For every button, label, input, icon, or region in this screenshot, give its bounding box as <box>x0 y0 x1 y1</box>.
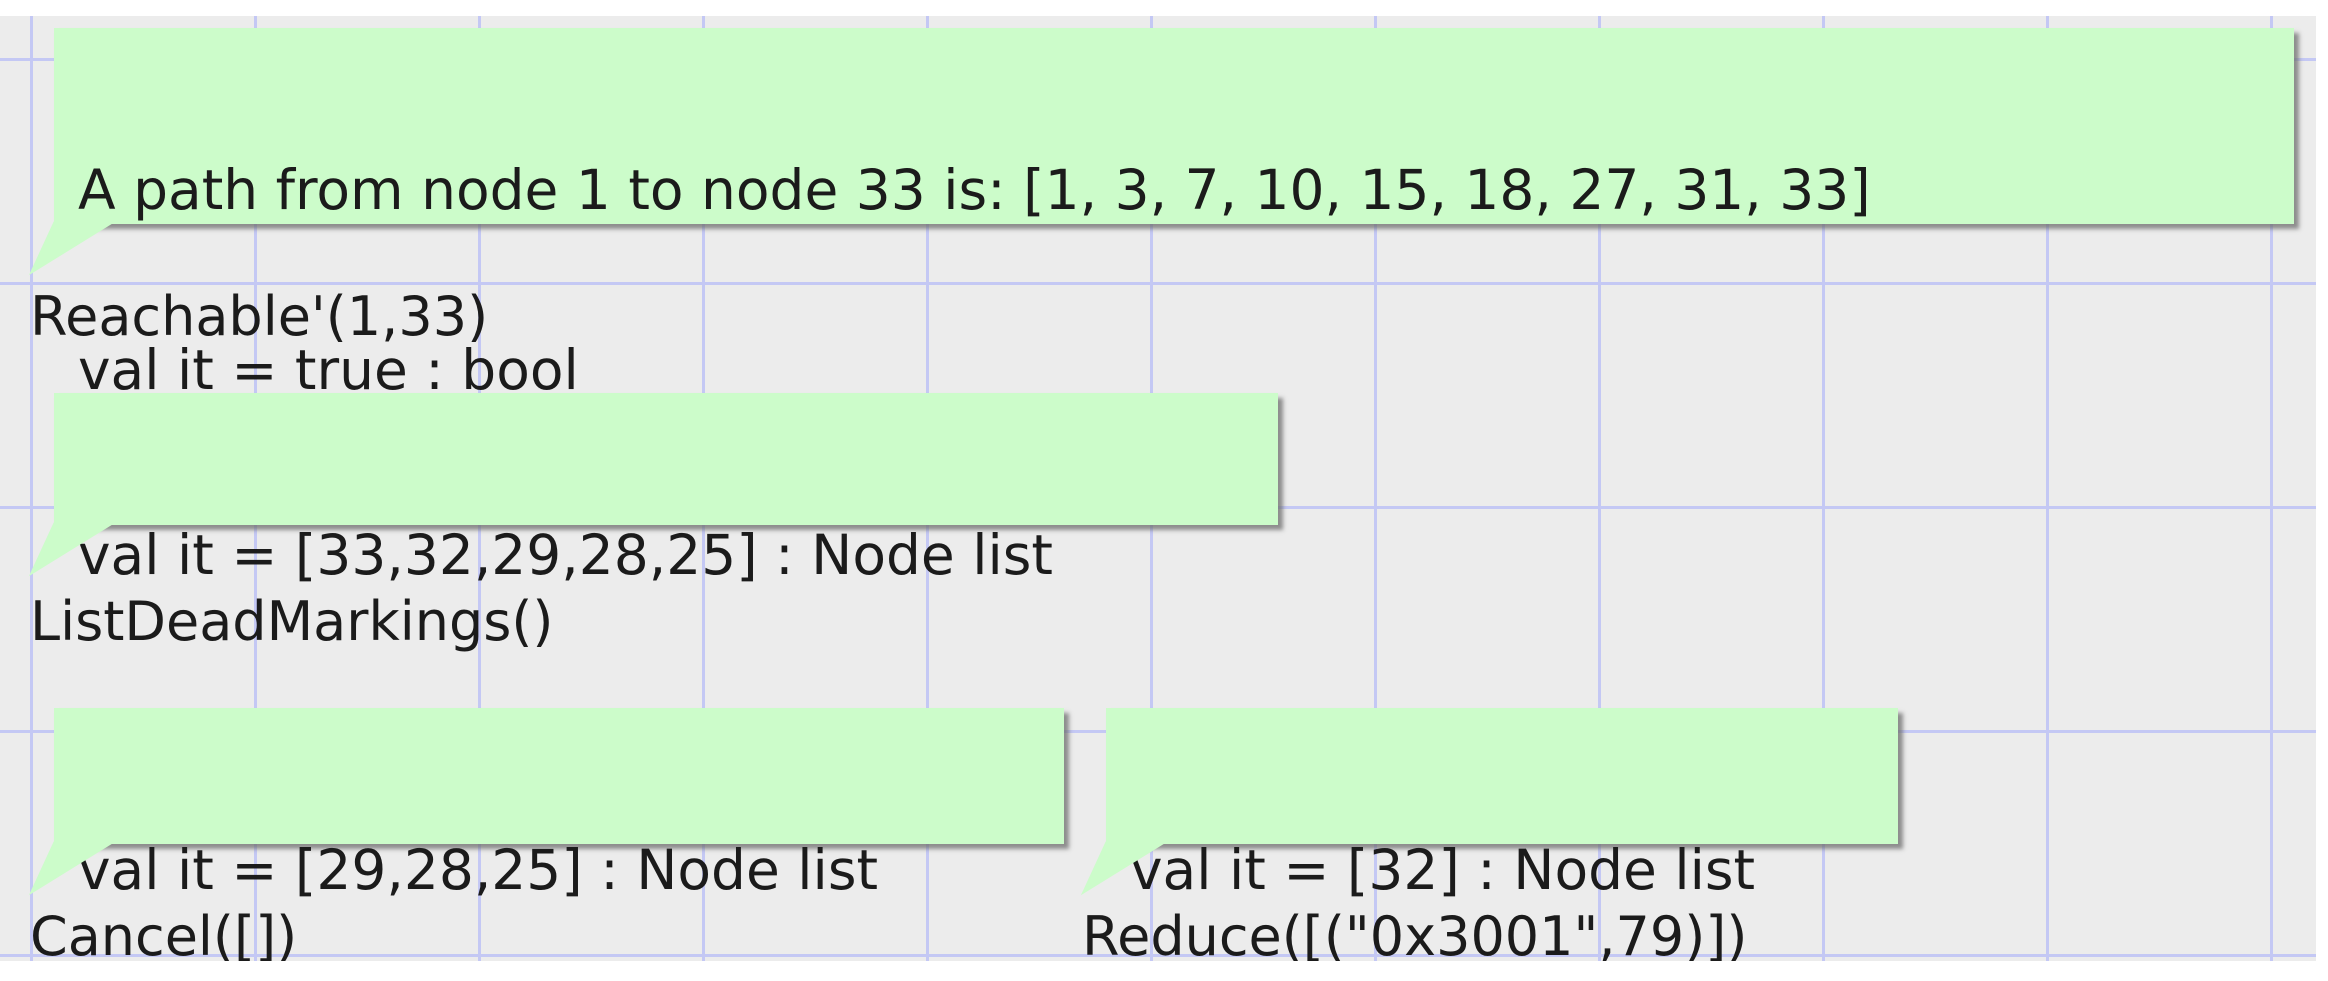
result-text-path: A path from node 1 to node 33 is: [1, 3,… <box>78 158 1871 222</box>
result-bubble-reachable[interactable]: A path from node 1 to node 33 is: [1, 3,… <box>54 28 2294 400</box>
bubble-tail-reachable <box>28 221 116 276</box>
bubble-tail-cancel <box>28 841 116 896</box>
result-text-dead-markings: val it = [33,32,29,28,25] : Node list <box>78 523 1053 587</box>
aux-label-reduce[interactable]: Reduce([("0x3001",79)]) <box>1082 905 1748 968</box>
result-bubble-list-dead-markings[interactable]: val it = [33,32,29,28,25] : Node list <box>54 393 1278 585</box>
canvas-bottom-edge <box>0 961 2328 981</box>
aux-label-list-dead-markings[interactable]: ListDeadMarkings() <box>30 590 554 653</box>
result-bubble-cancel[interactable]: val it = [29,28,25] : Node list <box>54 708 1064 900</box>
result-bubble-reduce[interactable]: val it = [32] : Node list <box>1106 708 1898 900</box>
aux-label-cancel[interactable]: Cancel([]) <box>30 905 298 968</box>
aux-label-reachable[interactable]: Reachable'(1,33) <box>30 285 489 348</box>
result-text-cancel: val it = [29,28,25] : Node list <box>78 838 879 902</box>
bubble-tail-reduce <box>1080 841 1168 896</box>
result-text-bool: val it = true : bool <box>78 338 579 402</box>
result-text-reduce: val it = [32] : Node list <box>1130 838 1756 902</box>
canvas-top-edge <box>0 0 2328 16</box>
bubble-tail-list-dead-markings <box>28 522 116 577</box>
canvas-right-edge <box>2316 0 2328 981</box>
